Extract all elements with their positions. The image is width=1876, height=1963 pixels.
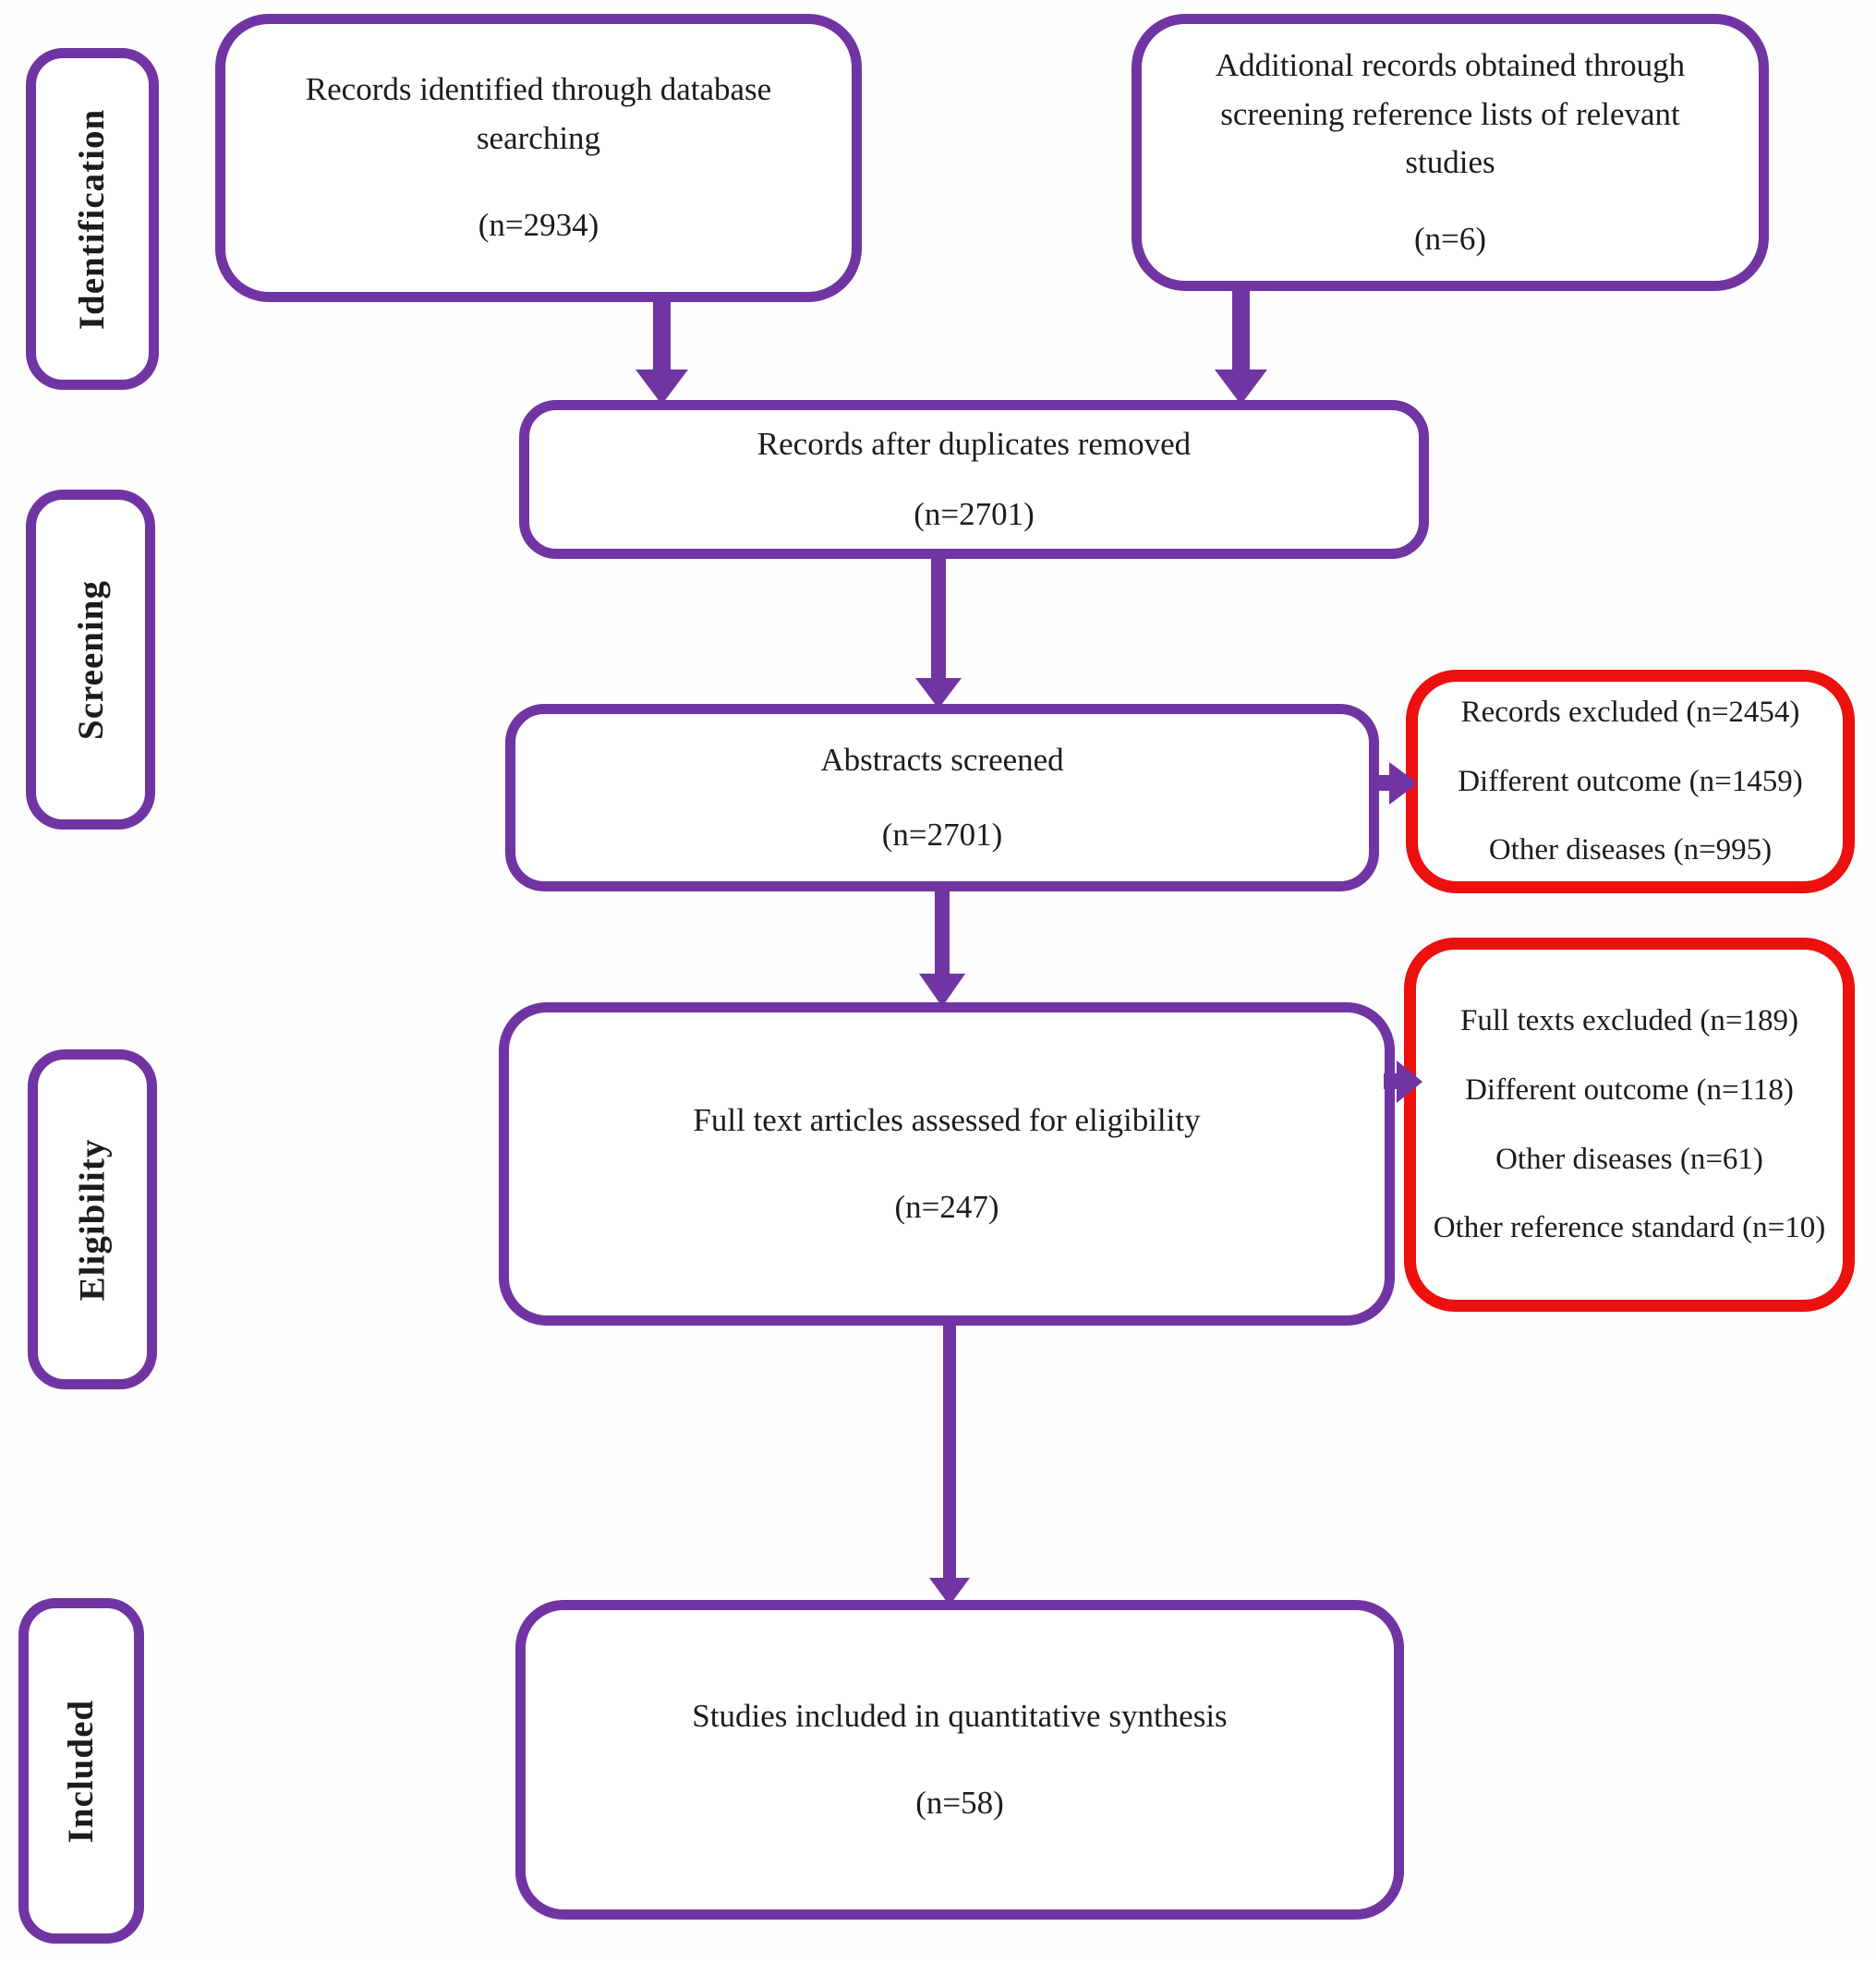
box-additional-records-count: (n=6)	[1413, 220, 1487, 257]
records-excluded-line-3: Other diseases (n=995)	[1488, 833, 1773, 867]
box-studies-included-count: (n=58)	[915, 1785, 1004, 1821]
box-additional-records: Additional records obtained through scre…	[1132, 14, 1769, 291]
box-studies-included-label: Studies included in quantitative synthes…	[692, 1697, 1228, 1734]
fulltexts-excluded-line-1: Full texts excluded (n=189)	[1460, 1004, 1798, 1038]
arrow-duplicates-to-abstracts	[915, 554, 962, 709]
box-abstracts-screened-count: (n=2701)	[881, 816, 1003, 853]
stage-label-identification: Identification	[26, 48, 159, 390]
box-fulltext-assessed-count: (n=247)	[894, 1189, 999, 1225]
stage-label-included: Included	[18, 1598, 144, 1944]
arrow-additional-to-duplicates	[1215, 286, 1267, 405]
box-records-database-label: Records identified through database sear…	[305, 71, 772, 156]
fulltexts-excluded-line-3: Other diseases (n=61)	[1495, 1142, 1763, 1176]
box-fulltexts-excluded: Full texts excluded (n=189) Different ou…	[1404, 938, 1855, 1312]
records-excluded-line-2: Different outcome (n=1459)	[1458, 764, 1803, 798]
stage-label-eligibility-text: Eligibility	[72, 1138, 113, 1301]
stage-label-screening-text: Screening	[70, 579, 111, 740]
fulltexts-excluded-line-2: Different outcome (n=118)	[1465, 1072, 1794, 1107]
box-records-excluded: Records excluded (n=2454) Different outc…	[1406, 670, 1855, 893]
box-records-database: Records identified through database sear…	[215, 14, 862, 302]
box-duplicates-removed: Records after duplicates removed (n=2701…	[519, 400, 1429, 559]
box-duplicates-removed-count: (n=2701)	[914, 496, 1035, 532]
fulltexts-excluded-line-4: Other reference standard (n=10)	[1433, 1211, 1826, 1245]
box-abstracts-screened-label: Abstracts screened	[820, 742, 1064, 778]
box-additional-records-label: Additional records obtained through scre…	[1215, 47, 1686, 180]
box-records-database-count: (n=2934)	[478, 207, 599, 244]
stage-label-identification-text: Identification	[72, 108, 113, 330]
records-excluded-line-1: Records excluded (n=2454)	[1460, 696, 1800, 730]
arrow-abstracts-to-fulltext	[919, 887, 965, 1007]
stage-label-screening: Screening	[26, 490, 155, 830]
arrow-database-to-duplicates	[635, 297, 688, 405]
box-studies-included: Studies included in quantitative synthes…	[515, 1600, 1404, 1920]
box-abstracts-screened: Abstracts screened (n=2701)	[505, 704, 1379, 891]
stage-label-included-text: Included	[61, 1699, 102, 1843]
stage-label-eligibility: Eligibility	[28, 1049, 157, 1389]
box-fulltext-assessed-label: Full text articles assessed for eligibil…	[693, 1101, 1201, 1138]
box-fulltext-assessed: Full text articles assessed for eligibil…	[499, 1002, 1395, 1326]
arrow-fulltext-to-studies	[929, 1321, 970, 1606]
box-duplicates-removed-label: Records after duplicates removed	[756, 425, 1192, 462]
